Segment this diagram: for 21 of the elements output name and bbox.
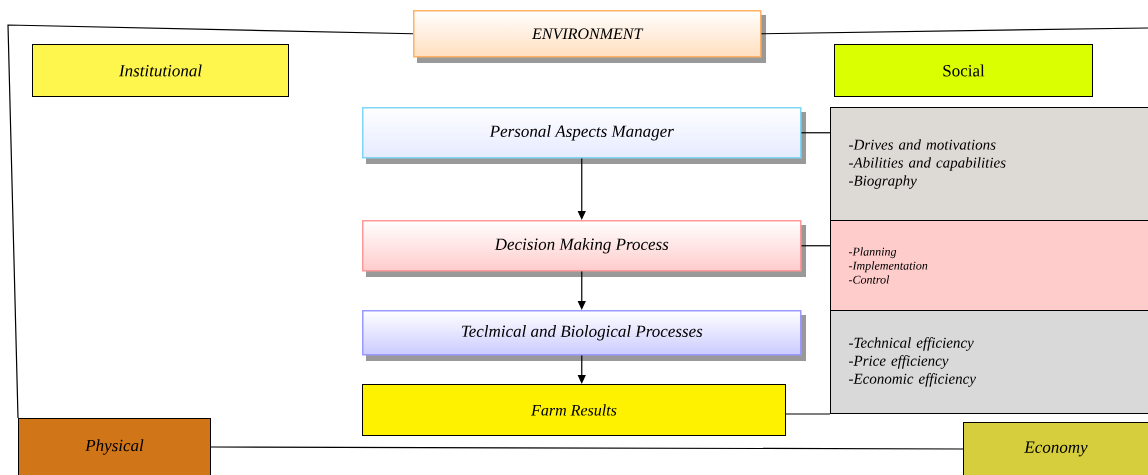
connector-line — [785, 413, 831, 415]
connector-line — [7, 24, 414, 419]
category-box: Physical — [18, 418, 211, 475]
result-box: Farm Results — [362, 384, 786, 436]
arrow — [577, 354, 586, 384]
heading-box: ENVIRONMENT — [413, 10, 766, 63]
list-box: -Technical efficiency -Price efficiency -Economic efficiency — [830, 310, 1148, 414]
connector-line — [210, 446, 964, 450]
category-box: Economy — [963, 422, 1148, 475]
process-box: Teclmical and Biological Processes — [362, 310, 806, 361]
category-box: Institutional — [32, 44, 289, 97]
arrow — [577, 270, 586, 310]
connector-line — [800, 132, 831, 134]
category-box: Social — [834, 44, 1093, 97]
process-box: Personal Aspects Manager — [362, 107, 806, 164]
connector-line — [800, 245, 831, 247]
connector-line — [760, 27, 1148, 35]
list-box: -Planning -Implementation -Control — [830, 220, 1148, 311]
list-box: -Drives and motivations -Abilities and capabilities -Biography — [830, 107, 1148, 221]
process-box: Decision Making Process — [362, 220, 806, 277]
arrow — [577, 157, 586, 220]
